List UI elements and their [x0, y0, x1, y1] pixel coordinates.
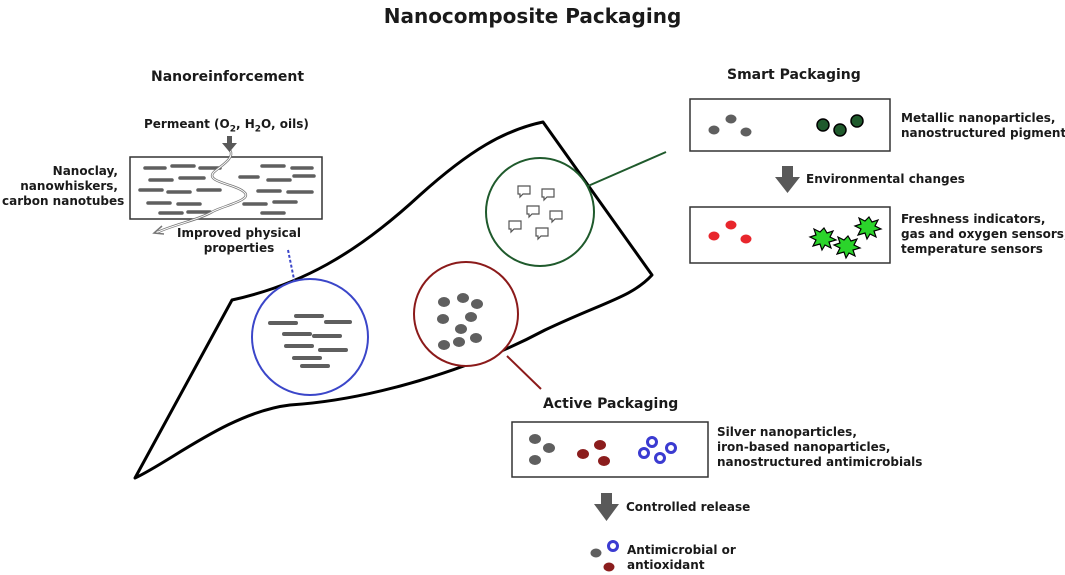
nanoparticle-cluster	[437, 293, 483, 350]
path-end-arrow	[152, 225, 165, 235]
improved-properties-label: Improved physical properties	[177, 226, 301, 255]
freshness-particles	[708, 220, 752, 244]
tortuous-path-inner	[157, 149, 247, 233]
iron-nanoparticles	[577, 440, 610, 466]
released-agents	[590, 540, 619, 572]
down-arrow-icon	[594, 493, 619, 521]
active-packaging-heading: Active Packaging	[543, 396, 679, 412]
reinforce-connector-line	[287, 249, 297, 290]
fillers-label: Nanoclay, nanowhiskers, carbon nanotubes	[2, 164, 125, 208]
box-platelets	[138, 164, 316, 215]
reinforcement-circle	[251, 278, 369, 396]
smart-trigger-label: Environmental changes	[806, 172, 965, 186]
star-burst-icon	[808, 216, 883, 260]
ring-icon	[638, 436, 677, 464]
speech-bubble-icon	[508, 185, 563, 241]
down-arrow-icon	[775, 166, 800, 193]
silver-nanoparticles	[529, 434, 555, 465]
permeant-label: Permeant (O2, H2O, oils)	[144, 117, 309, 135]
pigment-particles	[816, 114, 864, 137]
active-trigger-label: Controlled release	[626, 500, 751, 514]
nanoclay-platelets	[268, 314, 352, 368]
smart-before-label: Metallic nanoparticles, nanostructured p…	[901, 111, 1065, 140]
smart-after-box	[689, 206, 891, 264]
smart-packaging-circle	[485, 157, 595, 267]
smart-after-label: Freshness indicators, gas and oxygen sen…	[901, 212, 1065, 256]
active-agents-box	[511, 421, 709, 478]
active-connector-line	[506, 355, 542, 390]
smart-packaging-heading: Smart Packaging	[727, 67, 861, 83]
smart-connector-line	[587, 151, 667, 187]
metallic-nanoparticles	[708, 114, 752, 137]
active-agents-label: Silver nanoparticles, iron-based nanopar…	[717, 425, 923, 469]
active-result-label: Antimicrobial or antioxidant	[627, 543, 736, 572]
diagram-title: Nanocomposite Packaging	[383, 4, 682, 28]
nanoreinforcement-heading: Nanoreinforcement	[151, 69, 305, 85]
down-arrow-icon	[222, 136, 237, 152]
active-packaging-circle	[413, 261, 519, 367]
